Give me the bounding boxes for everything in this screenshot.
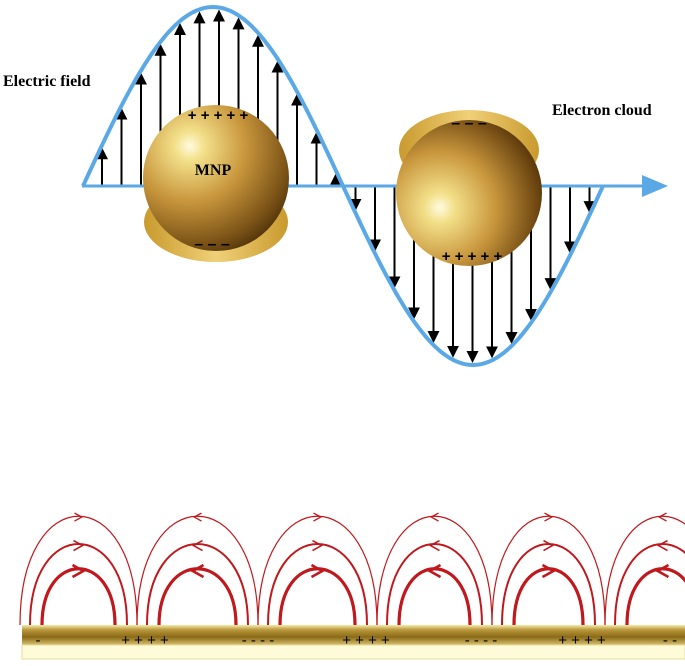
field-line-arrowhead: [429, 512, 439, 522]
gold-sphere-right: [396, 120, 542, 266]
surface-charge-group: - - - -: [465, 632, 497, 649]
electric-field-wave: [81, 4, 605, 368]
field-line-arrowhead: [310, 563, 325, 579]
field-line: [604, 515, 685, 626]
field-line: [267, 543, 368, 626]
field-line-arrowhead: [427, 563, 442, 579]
metal-surface: [22, 625, 685, 645]
left-particle-top-charges: + + + + +: [188, 107, 249, 124]
field-line: [614, 543, 685, 626]
surface-charge-group: -: [36, 632, 41, 649]
field-line: [491, 515, 606, 626]
electric-field-label: Electric field: [3, 73, 91, 90]
surface-base: [21, 644, 685, 660]
field-line: [136, 515, 259, 626]
field-line-arrowhead: [544, 512, 554, 522]
propagation-arrowhead: [642, 175, 668, 197]
field-line: [40, 567, 117, 626]
gold-sphere-left: [143, 105, 289, 251]
field-line-arrowhead: [71, 563, 86, 579]
field-line-arrowhead: [191, 539, 203, 552]
field-line: [257, 515, 378, 626]
field-line: [397, 567, 472, 626]
surface-charge-group: + + + +: [558, 632, 606, 649]
field-line-arrowhead: [73, 539, 85, 552]
field-line-arrowhead: [428, 539, 440, 552]
field-line: [157, 567, 238, 626]
mnp-label: MNP: [195, 162, 232, 179]
field-line: [512, 567, 585, 626]
electron-cloud-label: Electron cloud: [552, 102, 652, 119]
field-line-arrowhead: [656, 539, 668, 552]
field-line: [29, 543, 128, 626]
field-line-arrowhead: [312, 539, 324, 552]
nanoparticle-right: – – – + + + + +: [396, 110, 542, 266]
field-line: [146, 543, 249, 626]
surface-charge-group: - -: [663, 632, 677, 649]
surface-charge-group: - - - -: [242, 632, 274, 649]
field-line-arrowhead: [313, 512, 323, 522]
right-particle-bottom-charges: + + + + +: [442, 248, 503, 265]
surface-charge-group: + + + +: [121, 632, 169, 649]
field-line-arrowhead: [190, 563, 205, 579]
field-line: [278, 567, 357, 626]
field-line-arrowhead: [541, 563, 556, 579]
field-line: [19, 515, 138, 626]
field-line-arrowhead: [543, 539, 555, 552]
surface-charge-group: + + + +: [342, 632, 390, 649]
nanoparticle-left: MNP + + + + + – – –: [143, 105, 289, 262]
surface-field-lines: [19, 512, 685, 626]
surface-charges: - + + + + - - - - + + + + - - - - + + + + - -: [36, 632, 678, 649]
left-particle-bottom-charges: – – –: [194, 236, 230, 253]
field-line-arrowhead: [74, 512, 84, 522]
field-line-arrowhead: [192, 512, 202, 522]
right-particle-top-charges: – – –: [451, 115, 487, 132]
field-line-arrowhead: [655, 563, 670, 579]
field-line: [376, 515, 493, 626]
field-line: [625, 567, 685, 626]
field-line-arrowhead: [657, 512, 667, 522]
